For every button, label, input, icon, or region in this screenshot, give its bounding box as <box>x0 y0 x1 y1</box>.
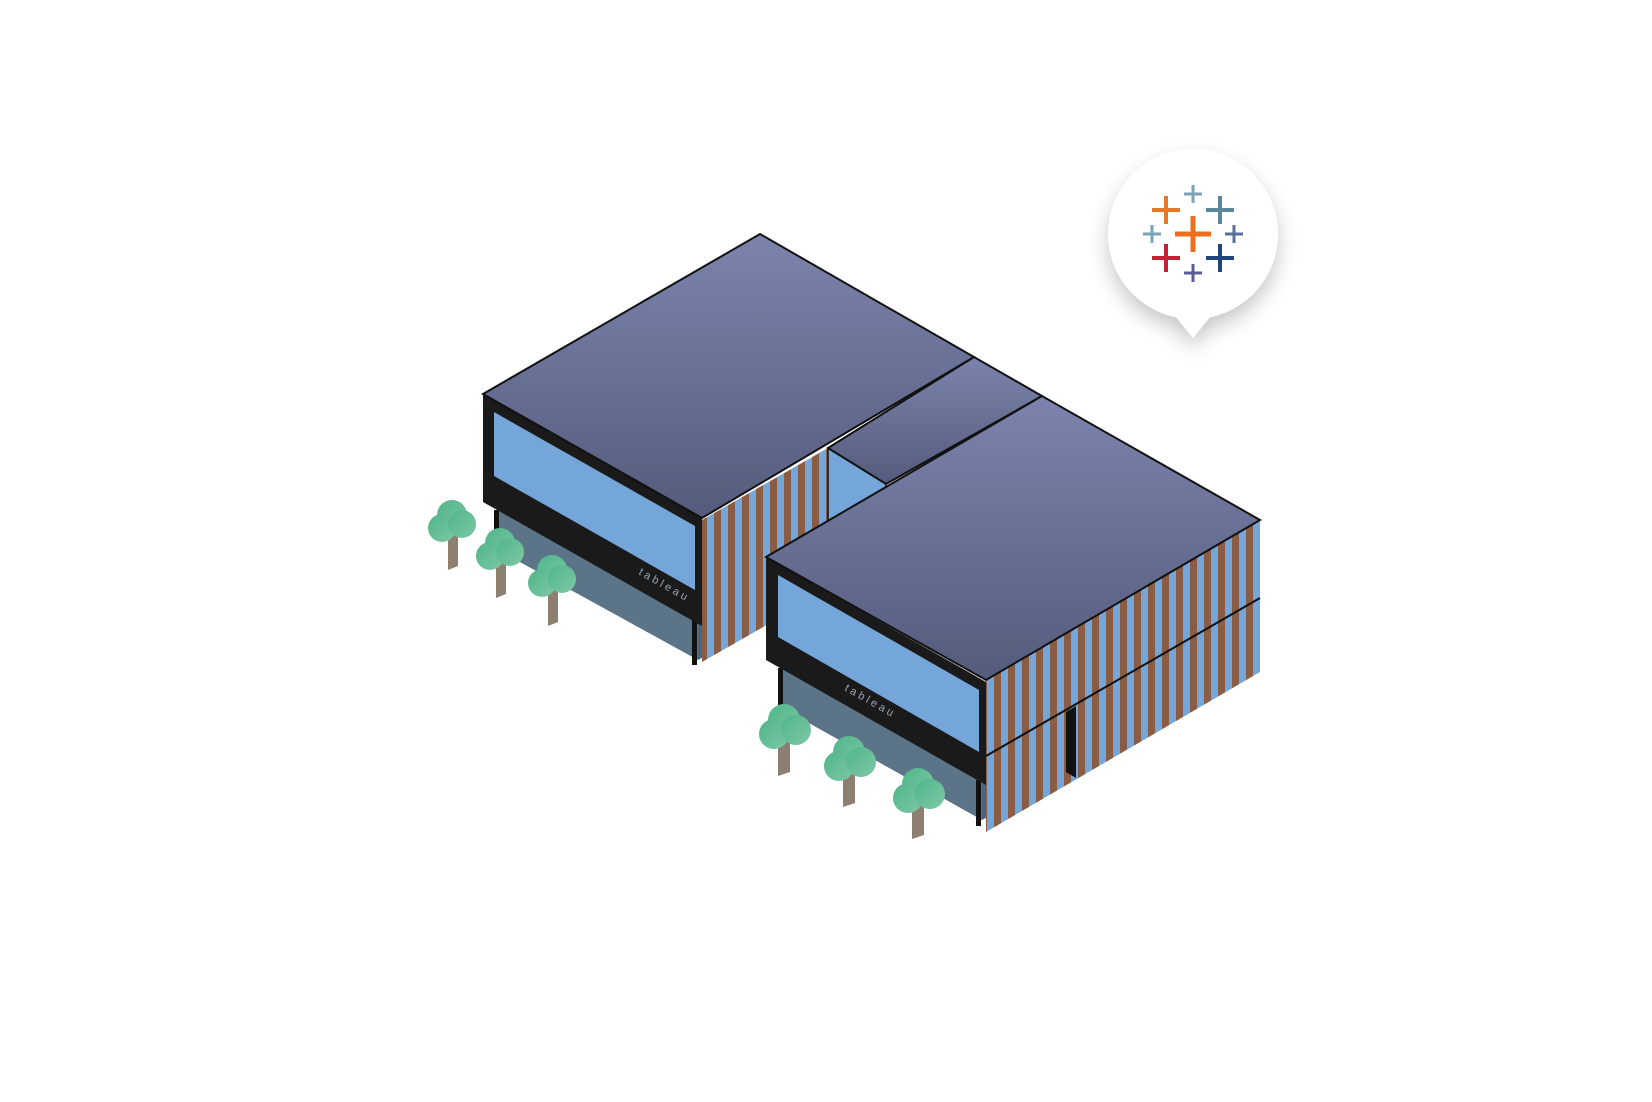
left-wood-facade <box>702 448 828 662</box>
right-window-glass <box>778 575 979 752</box>
tableau-logo-icon <box>1143 185 1243 282</box>
left-building: tableau <box>480 232 976 665</box>
tree <box>893 768 945 839</box>
tree <box>528 555 576 626</box>
right-roof <box>763 394 1263 682</box>
left-ground-floor <box>498 510 698 660</box>
tree <box>476 528 524 598</box>
tree <box>428 500 476 570</box>
right-building: tableau <box>763 394 1263 832</box>
left-window-glass <box>494 412 695 590</box>
tree <box>759 704 811 776</box>
tree <box>824 736 876 807</box>
